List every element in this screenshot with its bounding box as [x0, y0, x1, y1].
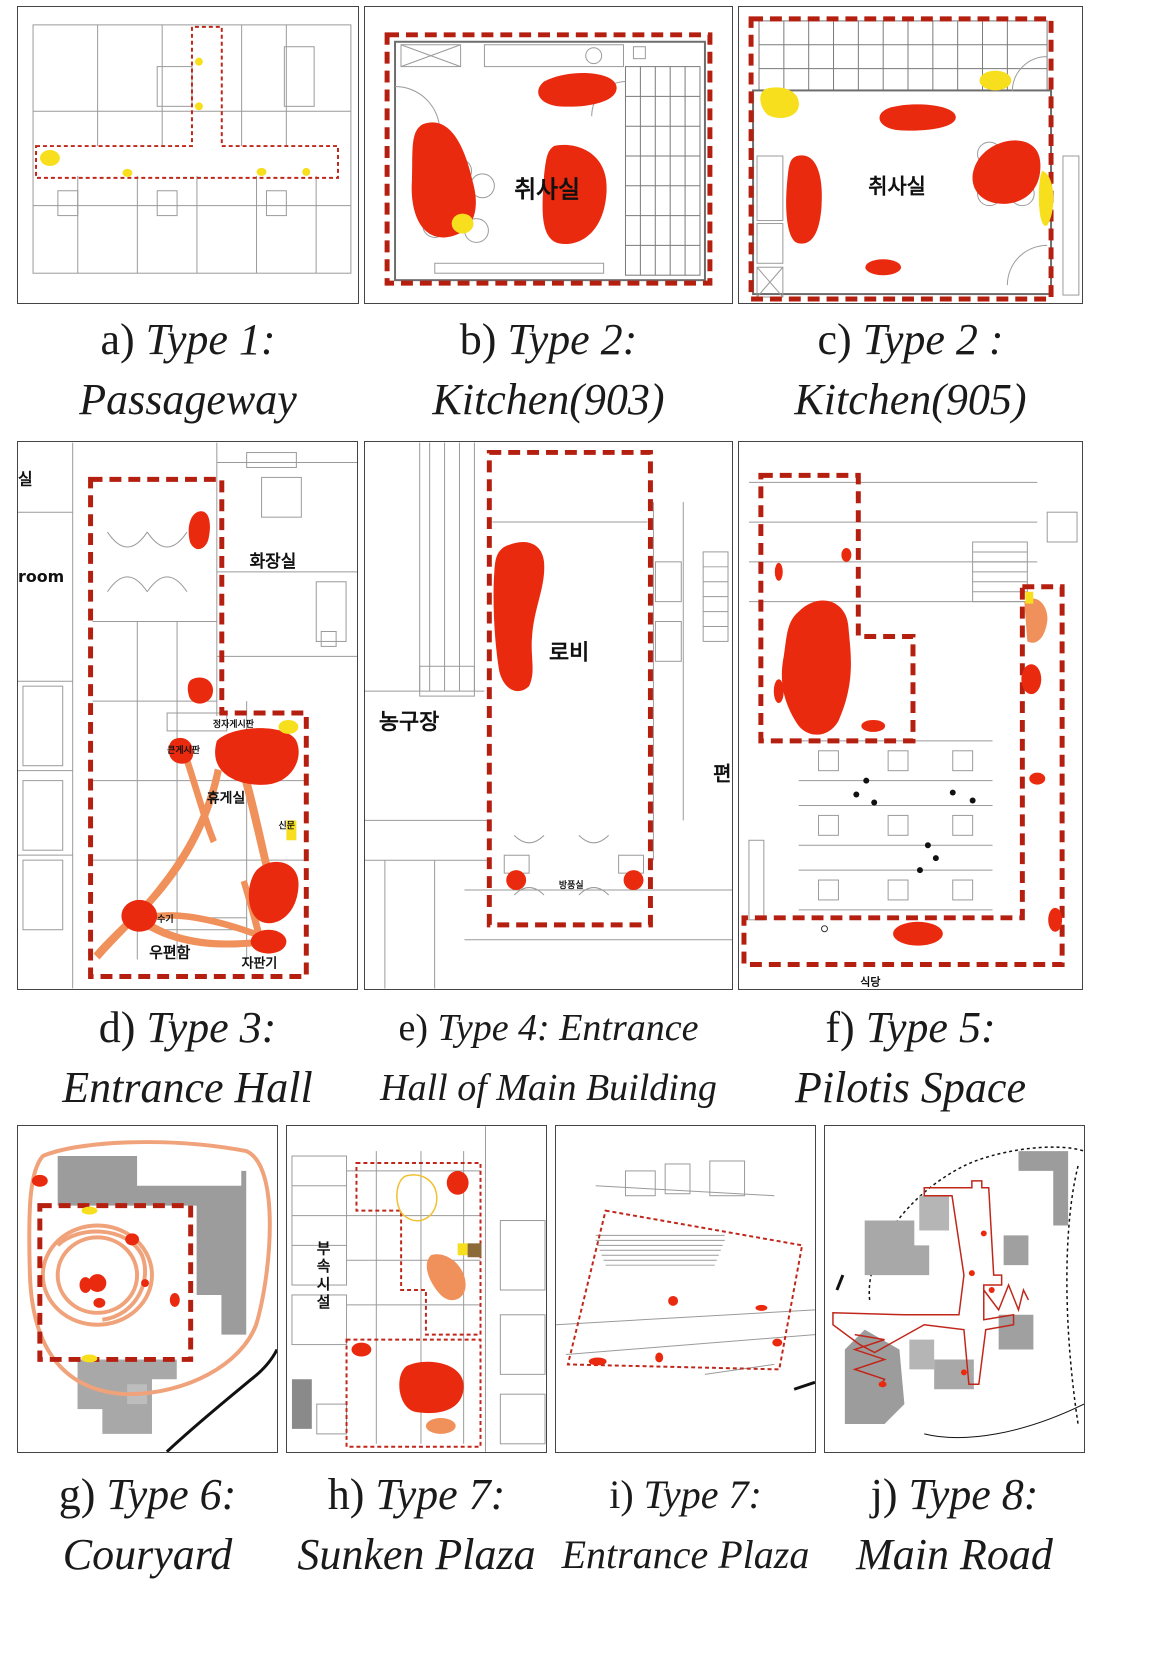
- floor-plan-kitchen-905: 취사실: [748, 16, 1080, 302]
- caption-e: e) Type 4: Entrance Hall of Main Buildin…: [364, 998, 733, 1118]
- floor-plan-entrance-hall: 실 room 화장실 휴게실 우편함 자판기 수기 정자게시판 신문 큰게시판: [18, 442, 357, 989]
- floor-plan-kitchen-903: 취사실: [384, 32, 713, 286]
- floor-plan-entrance-main: 로비 농구장 편 방풍실: [365, 442, 732, 989]
- panel-i-entrance-plaza: [555, 1125, 816, 1453]
- caption-j-letter: j): [870, 1470, 898, 1519]
- caption-e-letter: e): [398, 1007, 429, 1049]
- site-plan-entrance-plaza: [556, 1160, 815, 1391]
- panel-f-pilotis: 식당: [738, 441, 1083, 990]
- panel-b-kitchen-903: 취사실: [364, 6, 733, 304]
- caption-d-name: Entrance Hall: [62, 1063, 313, 1112]
- pilotis-columns: [798, 740, 993, 911]
- caption-g-name: Couryard: [62, 1530, 233, 1579]
- room-label-mailbox: 우편함: [149, 944, 190, 962]
- room-label-windbreak: 방풍실: [559, 879, 584, 891]
- caption-a-name: Passageway: [79, 375, 297, 424]
- room-label-sok: 속: [317, 1257, 331, 1275]
- room-label-bigboard: 큰게시판: [167, 744, 201, 756]
- caption-f-type: Type 5:: [865, 1003, 996, 1052]
- caption-b-name: Kitchen(903): [432, 375, 665, 424]
- panel-e-entrance-main: 로비 농구장 편 방풍실: [364, 441, 733, 990]
- room-label-board: 정자게시판: [213, 718, 255, 730]
- caption-c-name: Kitchen(905): [794, 375, 1027, 424]
- caption-h: h) Type 7: Sunken Plaza: [286, 1465, 547, 1585]
- panel-c-kitchen-905: 취사실: [738, 6, 1083, 304]
- room-label-basketball: 농구장: [379, 710, 439, 735]
- caption-h-letter: h): [327, 1470, 365, 1519]
- room-label-pyeon: 편: [713, 763, 731, 786]
- caption-c: c) Type 2 : Kitchen(905): [738, 310, 1083, 430]
- room-label-seol: 설: [317, 1293, 331, 1311]
- caption-c-type: Type 2 :: [862, 315, 1004, 364]
- caption-e-type: Type 4: Entrance: [437, 1007, 699, 1049]
- caption-g-letter: g): [58, 1470, 96, 1519]
- floor-plan-pilotis: 식당: [741, 472, 1078, 988]
- room-label-si: 시: [317, 1275, 331, 1293]
- caption-i-name: Entrance Plaza: [561, 1532, 810, 1577]
- caption-f: f) Type 5: Pilotis Space: [738, 998, 1083, 1118]
- site-plan-sunken-plaza: 부 속 시 설: [291, 1126, 546, 1452]
- caption-b-letter: b): [459, 315, 497, 364]
- panel-a-passageway: [17, 6, 359, 304]
- caption-d: d) Type 3: Entrance Hall: [17, 998, 358, 1118]
- room-label-lounge: 휴게실: [207, 790, 245, 806]
- caption-j-type: Type 8:: [908, 1470, 1039, 1519]
- room-label-cafeteria: 식당: [860, 974, 880, 988]
- room-label-restroom: 화장실: [250, 551, 297, 571]
- room-label-room: room: [18, 567, 64, 586]
- room-label-newspaper: 신문: [278, 819, 294, 831]
- caption-j-name: Main Road: [856, 1530, 1053, 1579]
- panel-j-main-road: [824, 1125, 1085, 1453]
- caption-g: g) Type 6: Couryard: [17, 1465, 278, 1585]
- room-label-kitchen: 취사실: [514, 176, 580, 204]
- panel-g-courtyard: [17, 1125, 278, 1453]
- caption-f-name: Pilotis Space: [795, 1063, 1026, 1112]
- caption-a-type: Type 1:: [145, 315, 276, 364]
- caption-a: a) Type 1: Passageway: [17, 310, 359, 430]
- caption-b-type: Type 2:: [507, 315, 638, 364]
- room-label-kitchen: 취사실: [868, 175, 926, 199]
- panel-h-sunken-plaza: 부 속 시 설: [286, 1125, 547, 1453]
- caption-d-type: Type 3:: [146, 1003, 277, 1052]
- room-label-bu: 부: [317, 1239, 331, 1257]
- room-label-vending: 자판기: [242, 956, 278, 972]
- room-label-sil: 실: [18, 469, 33, 488]
- caption-d-letter: d): [98, 1003, 136, 1052]
- caption-i: i) Type 7: Entrance Plaza: [555, 1465, 816, 1585]
- caption-h-type: Type 7:: [375, 1470, 506, 1519]
- caption-e-name: Hall of Main Building: [380, 1067, 717, 1109]
- room-label-lobby: 로비: [549, 640, 589, 665]
- caption-h-name: Sunken Plaza: [297, 1530, 536, 1579]
- tile-grid: [624, 66, 701, 276]
- caption-g-type: Type 6:: [106, 1470, 237, 1519]
- caption-f-letter: f): [825, 1003, 855, 1052]
- caption-i-letter: i): [609, 1472, 634, 1517]
- site-plan-courtyard: [27, 1140, 277, 1452]
- floor-plan-passageway: [32, 24, 352, 274]
- caption-i-type: Type 7:: [643, 1472, 762, 1517]
- caption-c-letter: c): [817, 315, 852, 364]
- room-label-water: 수기: [157, 913, 173, 925]
- caption-a-letter: a): [100, 315, 135, 364]
- site-plan-main-road: [832, 1146, 1084, 1439]
- caption-j: j) Type 8: Main Road: [824, 1465, 1085, 1585]
- panel-d-entrance-hall: 실 room 화장실 휴게실 우편함 자판기 수기 정자게시판 신문 큰게시판: [17, 441, 358, 990]
- caption-b: b) Type 2: Kitchen(903): [364, 310, 733, 430]
